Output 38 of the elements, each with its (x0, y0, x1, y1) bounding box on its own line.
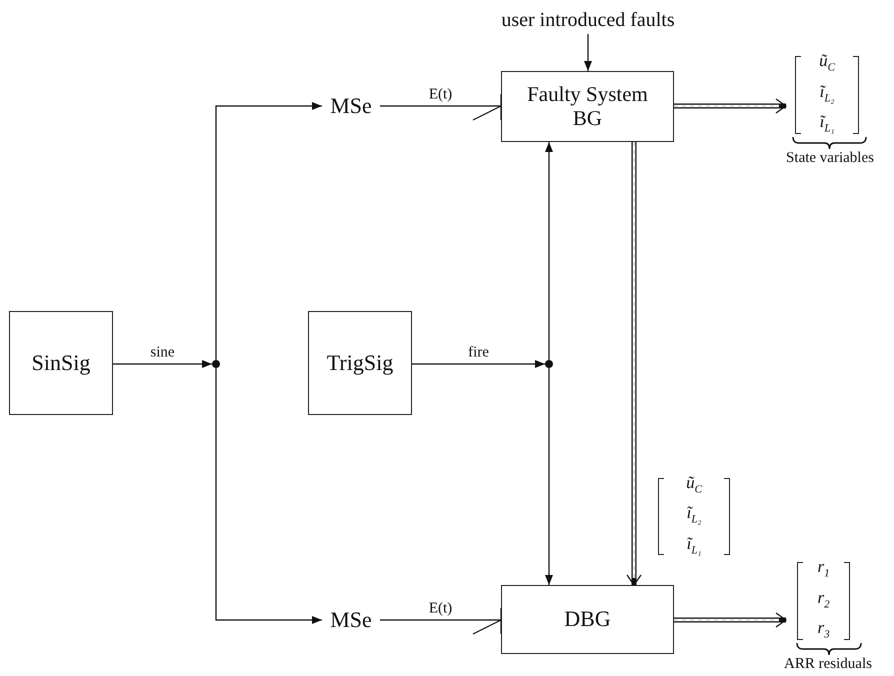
vector-entry: r$_{3}$ (817, 617, 830, 643)
junction-dot (212, 360, 220, 368)
vector-caption: ARR residuals (784, 656, 872, 673)
source-label: MSe (330, 608, 372, 632)
vector-entry: r$_{1}$ (817, 556, 830, 582)
vector-entry: ĩ$_{L₂}$ (820, 80, 834, 106)
arrow (584, 34, 592, 71)
vector-entry: ĩ$_{L₂}$ (686, 502, 702, 528)
double-arrow (674, 612, 787, 628)
double-arrow (626, 142, 642, 586)
junction-dot (545, 360, 553, 368)
edge-label: E(t) (426, 86, 454, 103)
diagnostic-block (501, 585, 674, 654)
arrow (113, 360, 212, 368)
causal-stroke-arrow (380, 607, 502, 635)
signal-block (9, 311, 113, 415)
block-label: Faulty System BG (526, 83, 649, 130)
block-label: TrigSig (326, 350, 394, 376)
double-arrow (674, 98, 787, 114)
arrow (545, 142, 553, 360)
arrow (215, 368, 322, 624)
arrow (412, 360, 545, 368)
vector-entry: ĩ$_{L₁}$ (686, 532, 702, 558)
arrow (545, 368, 553, 585)
causal-stroke-arrow (380, 93, 502, 121)
vector-caption: State variables (786, 150, 874, 167)
signal-block (308, 311, 412, 415)
vector-entry: r$_{2}$ (817, 586, 830, 612)
arrow (215, 102, 322, 360)
block-label: DBG (564, 607, 611, 632)
vector-entry: ũ$_{C}$ (819, 50, 835, 76)
input-label: user introduced faults (501, 9, 675, 31)
system-block (501, 71, 674, 142)
vector-entry: ũ$_{C}$ (686, 472, 702, 498)
vector-entry: ĩ$_{L₁}$ (820, 111, 834, 137)
source-label: MSe (330, 94, 372, 118)
block-label: SinSig (32, 350, 90, 376)
edge-label: E(t) (426, 600, 454, 617)
